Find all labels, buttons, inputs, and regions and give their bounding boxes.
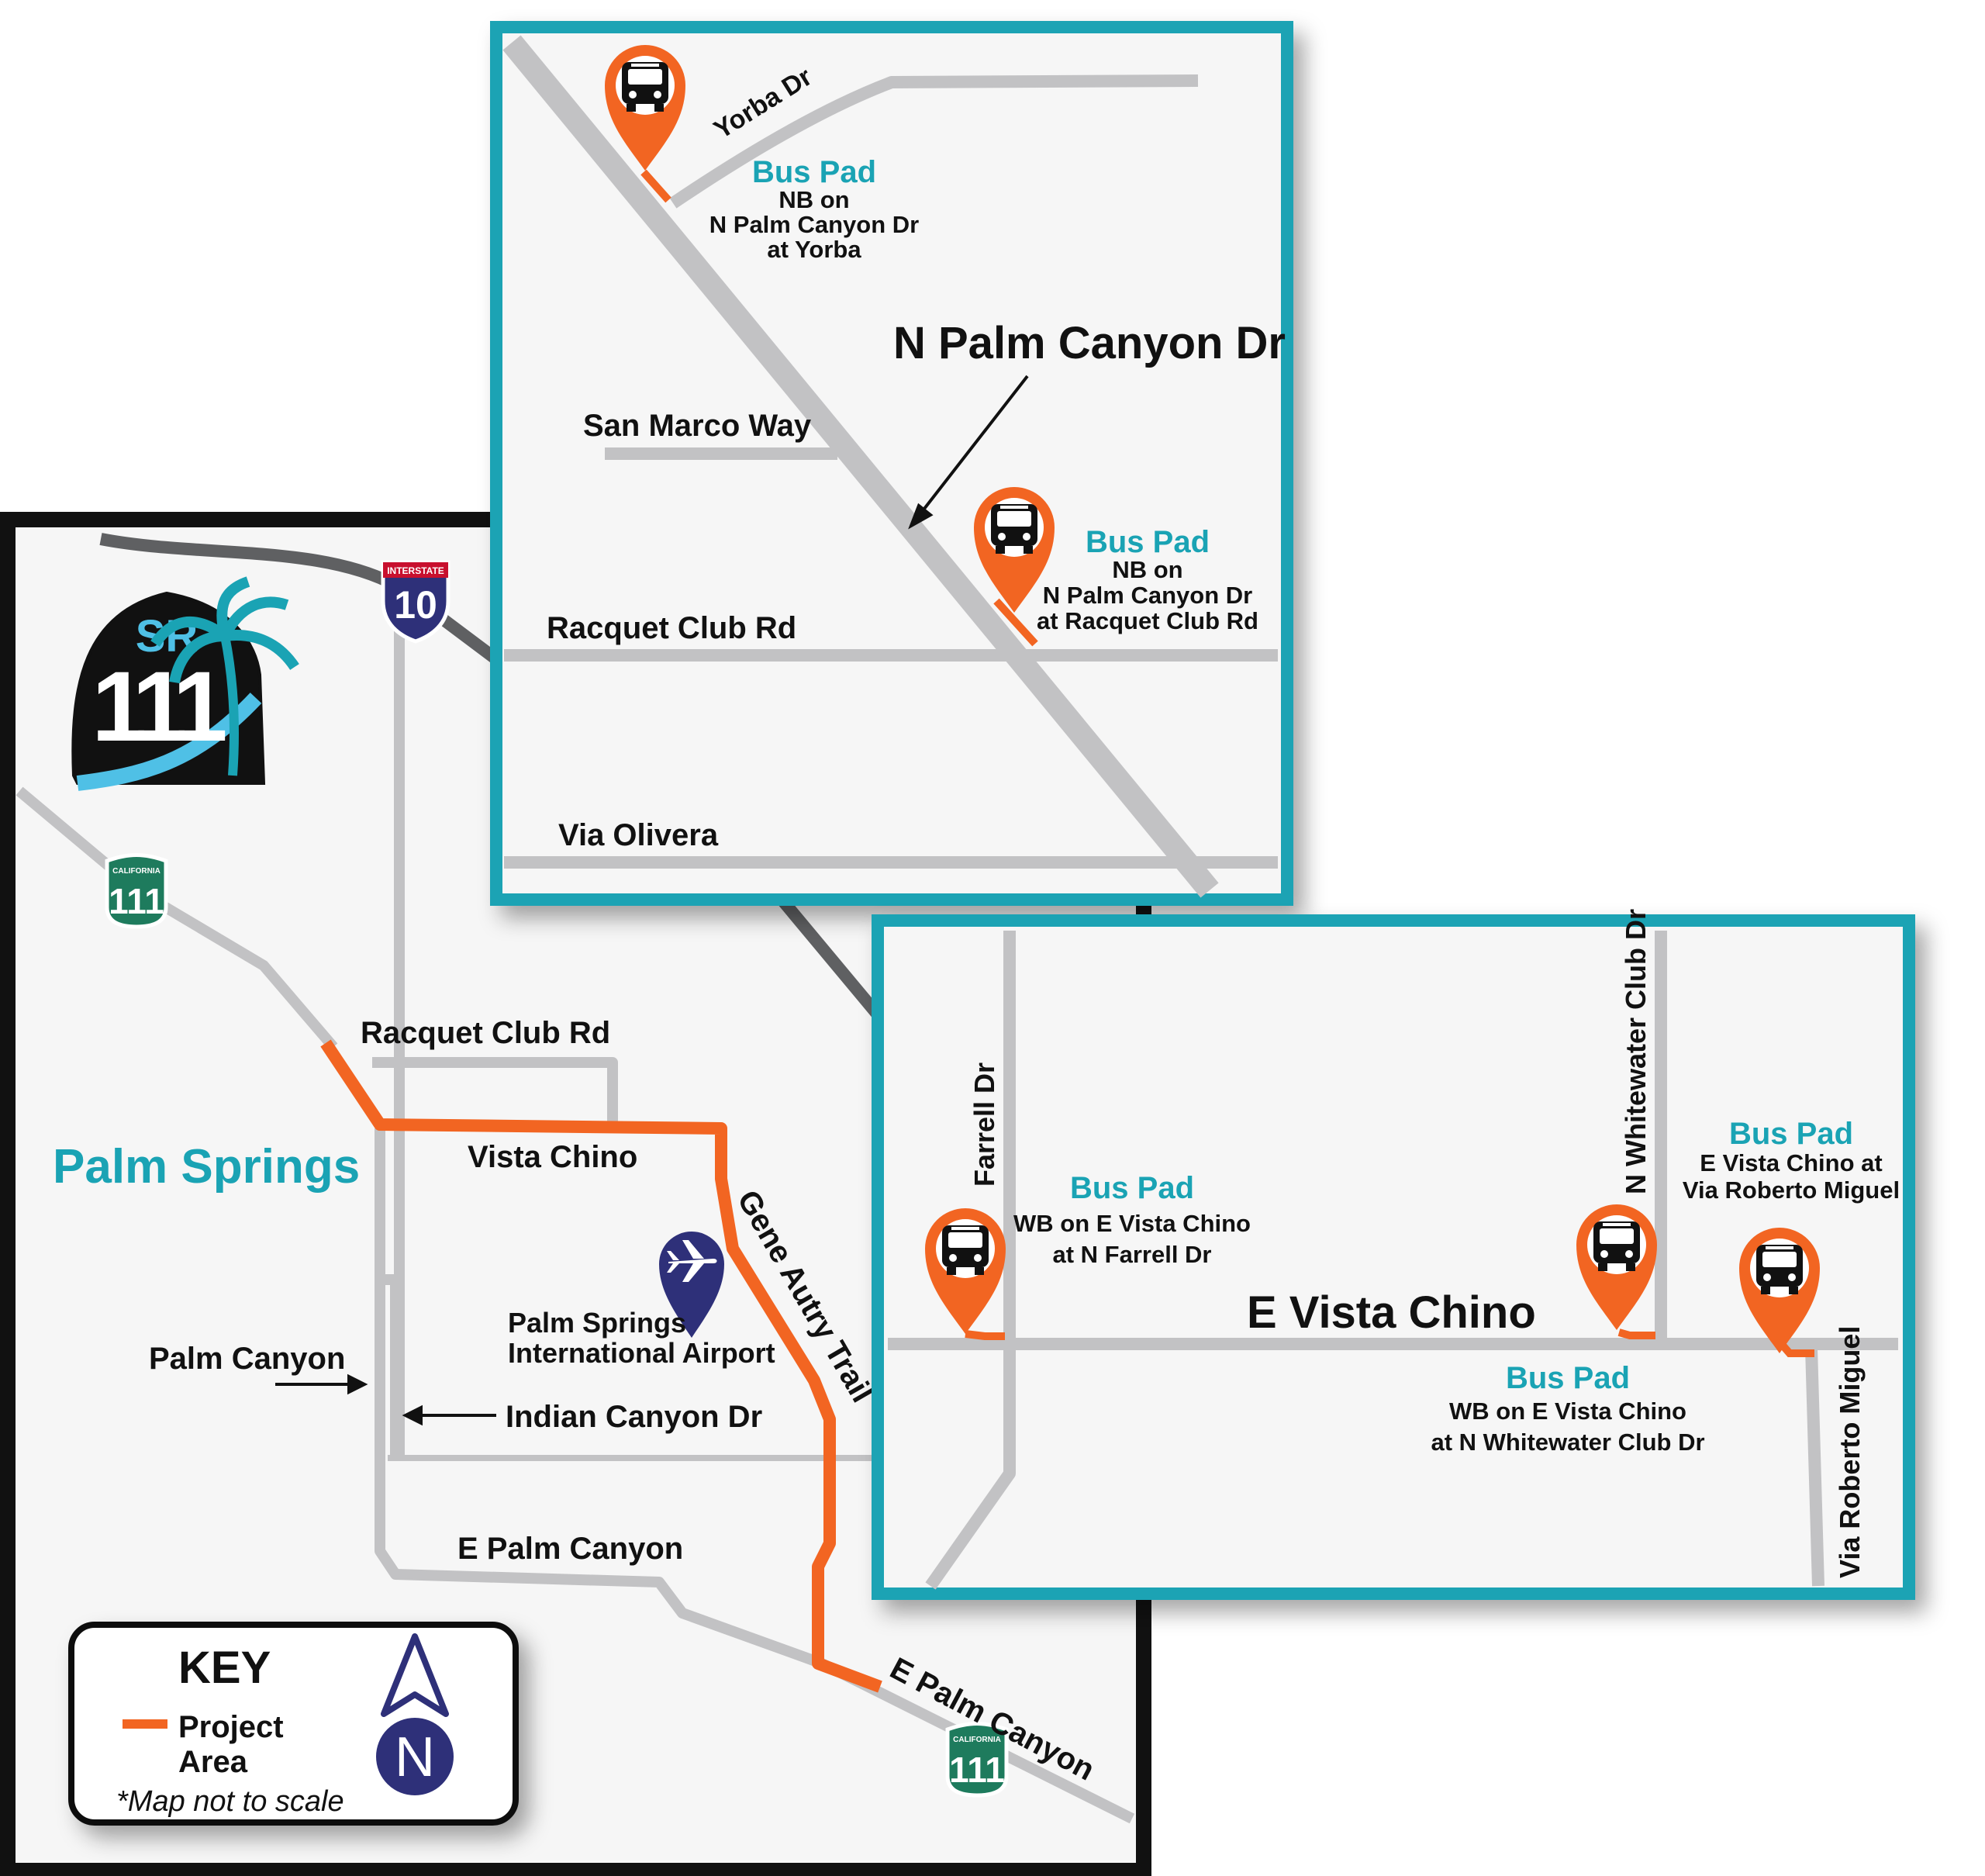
interstate-10-shield-top: INTERSTATE bbox=[387, 565, 444, 576]
pad-via-roberto-line1: E Vista Chino at bbox=[1700, 1149, 1882, 1176]
inset-east-frame bbox=[872, 914, 1915, 1600]
key-note: *Map not to scale bbox=[116, 1785, 344, 1818]
pad-whitewater-line2: at N Whitewater Club Dr bbox=[1431, 1429, 1704, 1456]
pad-yorba-line2: N Palm Canyon Dr bbox=[709, 211, 919, 238]
city-label: Palm Springs bbox=[53, 1140, 360, 1194]
bus-pad-pin-via-roberto bbox=[1739, 1228, 1820, 1353]
pad-via-roberto-title: Bus Pad bbox=[1729, 1117, 1853, 1151]
pad-whitewater-title: Bus Pad bbox=[1506, 1361, 1630, 1395]
bus-pad-pin-yorba bbox=[605, 45, 685, 171]
pad-racquet-line1: NB on bbox=[1112, 556, 1182, 583]
sr111-logo-number: 111 bbox=[91, 651, 225, 762]
ca-111-shield-lower-top: CALIFORNIA bbox=[953, 1736, 1001, 1744]
project-area-route bbox=[320, 1039, 882, 1693]
airport-label-2: International Airport bbox=[508, 1337, 775, 1369]
ca-111-shield-lower: CALIFORNIA 111 bbox=[945, 1722, 1009, 1798]
airplane-icon bbox=[667, 1240, 717, 1282]
key-project-line2: Area bbox=[178, 1745, 248, 1779]
title-arrow bbox=[908, 375, 1029, 530]
farrell-road bbox=[925, 931, 1016, 1590]
inset-east bbox=[872, 914, 1915, 1600]
pad-yorba-line1: NB on bbox=[778, 186, 849, 213]
bus-pad-pin-whitewater bbox=[1576, 1204, 1657, 1330]
via-olivera-label: Via Olivera bbox=[558, 818, 719, 852]
via-roberto-road bbox=[1805, 1347, 1824, 1587]
pad-yorba-title: Bus Pad bbox=[752, 155, 876, 189]
pad-via-roberto-line2: Via Roberto Miguel bbox=[1683, 1176, 1900, 1204]
inset-north-content: Yorba Dr San Marco Way Racquet Club Rd V… bbox=[502, 35, 1286, 898]
key-project-swatch bbox=[123, 1719, 167, 1729]
interstate-10-shield: INTERSTATE 10 bbox=[381, 560, 451, 644]
inset-north-title: N Palm Canyon Dr bbox=[893, 318, 1286, 368]
n-palm-canyon-road bbox=[502, 35, 1219, 898]
palm-canyon-arrow bbox=[275, 1373, 368, 1395]
pad-racquet-title: Bus Pad bbox=[1086, 525, 1210, 559]
key-title: KEY bbox=[178, 1643, 271, 1693]
racquet-club-inset-label: Racquet Club Rd bbox=[547, 611, 796, 645]
ca-111-shield-lower-number: 111 bbox=[949, 1750, 1005, 1790]
airport-pin bbox=[659, 1232, 724, 1338]
yorba-road bbox=[669, 74, 1199, 209]
north-letter: N bbox=[395, 1726, 435, 1788]
vista-chino-label: Vista Chino bbox=[468, 1140, 637, 1174]
bus-pad-pin-racquet bbox=[974, 487, 1055, 613]
pad-racquet-line3: at Racquet Club Rd bbox=[1037, 607, 1258, 634]
racquet-club-label: Racquet Club Rd bbox=[361, 1016, 610, 1050]
interstate-10-shield-number: 10 bbox=[394, 583, 437, 627]
pad-farrell-line1: WB on E Vista Chino bbox=[1013, 1210, 1251, 1237]
ca-111-shield-upper-number: 111 bbox=[109, 881, 164, 921]
e-palm-canyon-label: E Palm Canyon bbox=[457, 1532, 683, 1566]
san-marco-label: San Marco Way bbox=[583, 409, 812, 443]
main-roads bbox=[16, 589, 1135, 1824]
pad-farrell-title: Bus Pad bbox=[1070, 1171, 1194, 1205]
key-project-line1: Project bbox=[178, 1710, 284, 1744]
pad-whitewater-line1: WB on E Vista Chino bbox=[1449, 1397, 1686, 1425]
whitewater-label: N Whitewater Club Dr bbox=[1620, 909, 1652, 1194]
inset-east-title: E Vista Chino bbox=[1247, 1287, 1536, 1338]
farrell-label: Farrell Dr bbox=[968, 1062, 1000, 1187]
sr111-logo: SR 111 bbox=[71, 576, 299, 791]
bus-pad-pin-farrell bbox=[925, 1208, 1006, 1334]
indian-canyon-arrow bbox=[402, 1404, 496, 1426]
map-key: KEY Project Area *Map not to scale N bbox=[68, 1622, 519, 1826]
ca-111-shield-upper-top: CALIFORNIA bbox=[112, 867, 161, 876]
pad-farrell-line2: at N Farrell Dr bbox=[1052, 1241, 1211, 1268]
pad-racquet-line2: N Palm Canyon Dr bbox=[1043, 582, 1252, 609]
indian-canyon-label: Indian Canyon Dr bbox=[506, 1400, 762, 1434]
north-arrow-icon: N bbox=[373, 1633, 457, 1798]
ca-111-shield-upper: CALIFORNIA 111 bbox=[105, 853, 168, 929]
inset-east-content: Farrell Dr N Whitewater Club Dr Via Robe… bbox=[888, 909, 1900, 1590]
airport-label-1: Palm Springs bbox=[508, 1307, 686, 1339]
palm-canyon-label: Palm Canyon bbox=[149, 1342, 345, 1376]
palm-tree-icon bbox=[150, 576, 299, 776]
pad-yorba-line3: at Yorba bbox=[767, 236, 861, 263]
via-roberto-label: Via Roberto Miguel bbox=[1834, 1326, 1866, 1578]
